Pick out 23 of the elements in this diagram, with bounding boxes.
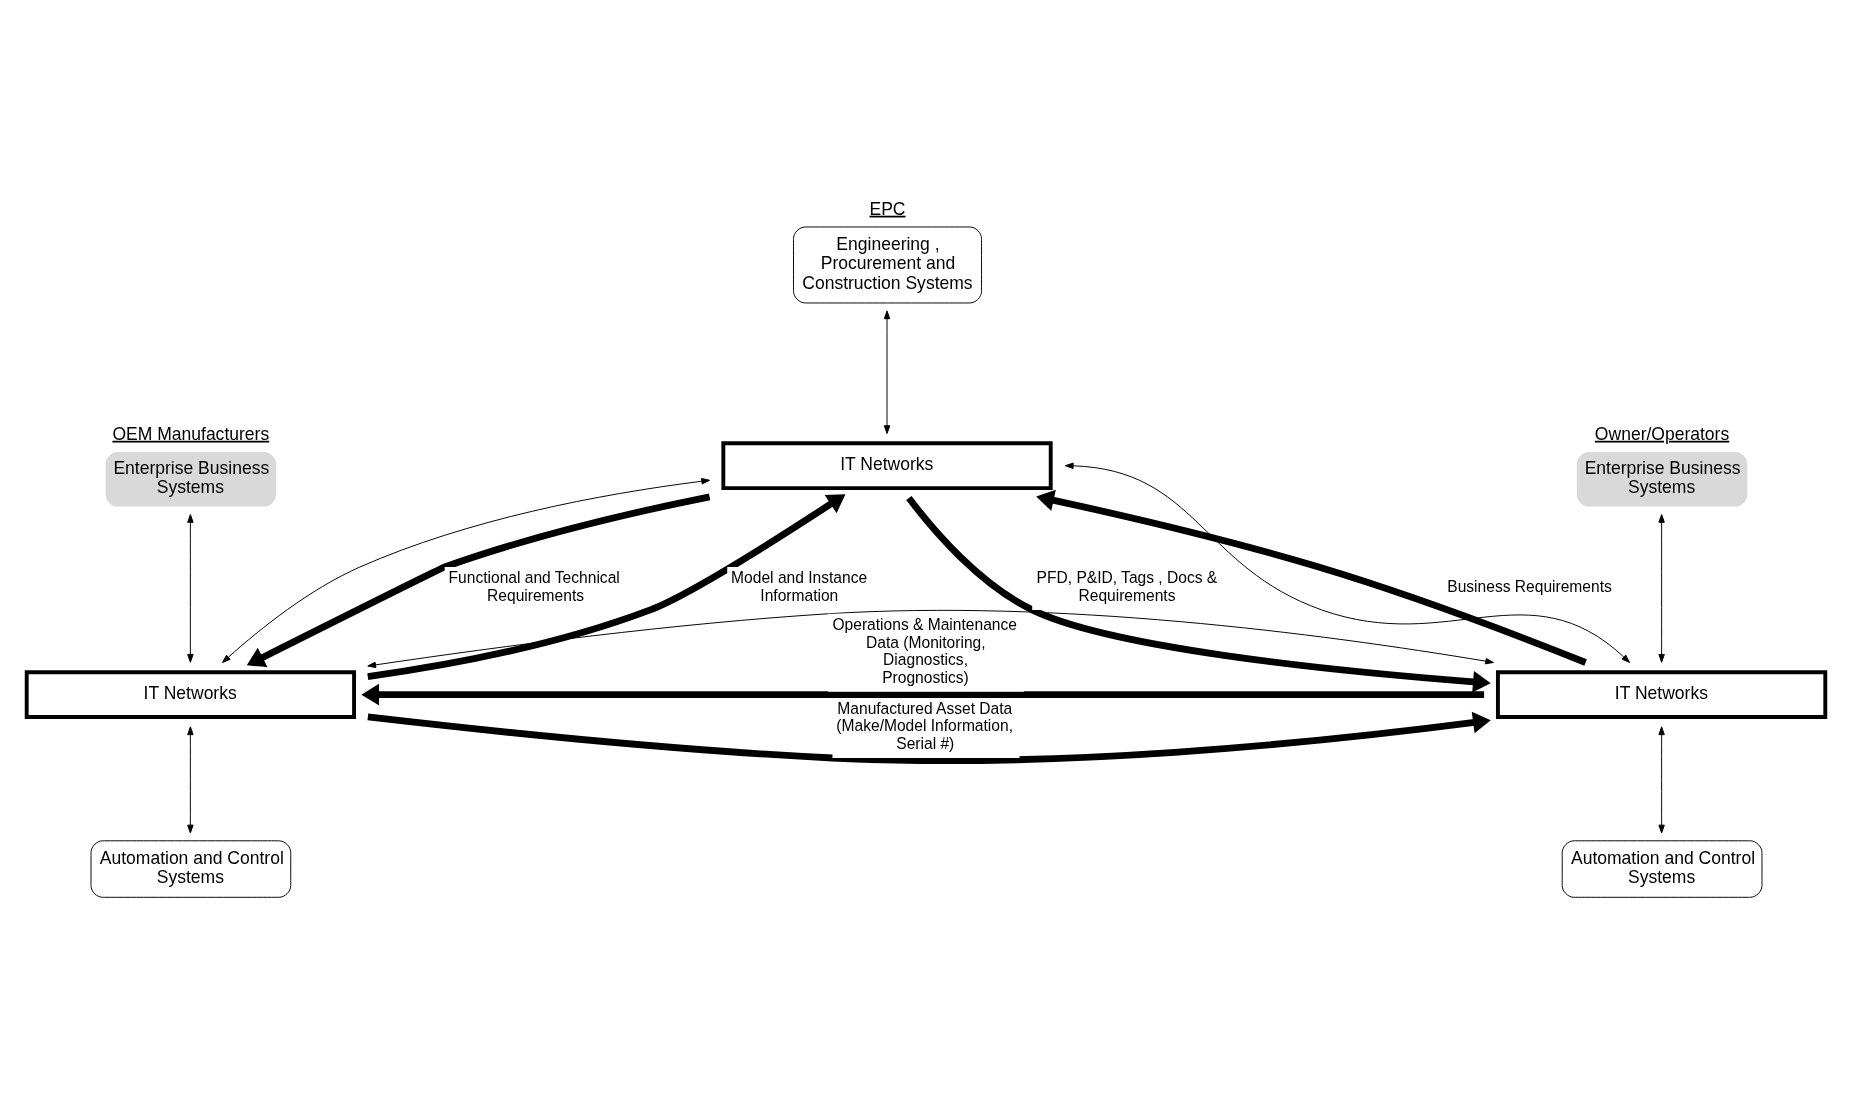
node-box: Enterprise Business Systems: [105, 451, 277, 507]
edge-label: Functional and Technical Requirements: [448, 568, 620, 604]
edge-label: PFD, P&ID, Tags , Docs & Requirements: [1036, 568, 1218, 604]
arrow: [1658, 513, 1665, 663]
arrow: [187, 513, 194, 663]
edge-label: Model and Instance Information: [731, 568, 868, 604]
arrow: [367, 609, 1494, 668]
node-label: Owner/Operators: [1594, 423, 1730, 444]
node-box: Enterprise Business Systems: [1576, 451, 1748, 507]
arrow: [1064, 462, 1630, 663]
arrow: [367, 711, 1491, 764]
arrow: [187, 725, 194, 833]
node-label: OEM Manufacturers: [112, 423, 270, 444]
arrow: [1036, 489, 1587, 666]
arrow: [883, 309, 891, 434]
edge-label: Operations & Maintenance Data (Monitoring, Diagnostics, Prognostics): [832, 615, 1017, 686]
arrow: [1658, 725, 1665, 833]
arrow: [361, 683, 1485, 705]
arrow: [367, 493, 846, 680]
edge-label: Manufactured Asset Data (Make/Model Information, Serial #): [836, 699, 1013, 752]
node-label: EPC: [869, 198, 906, 219]
edge-label: Business Requirements: [1447, 577, 1612, 595]
arrow: [906, 495, 1491, 693]
